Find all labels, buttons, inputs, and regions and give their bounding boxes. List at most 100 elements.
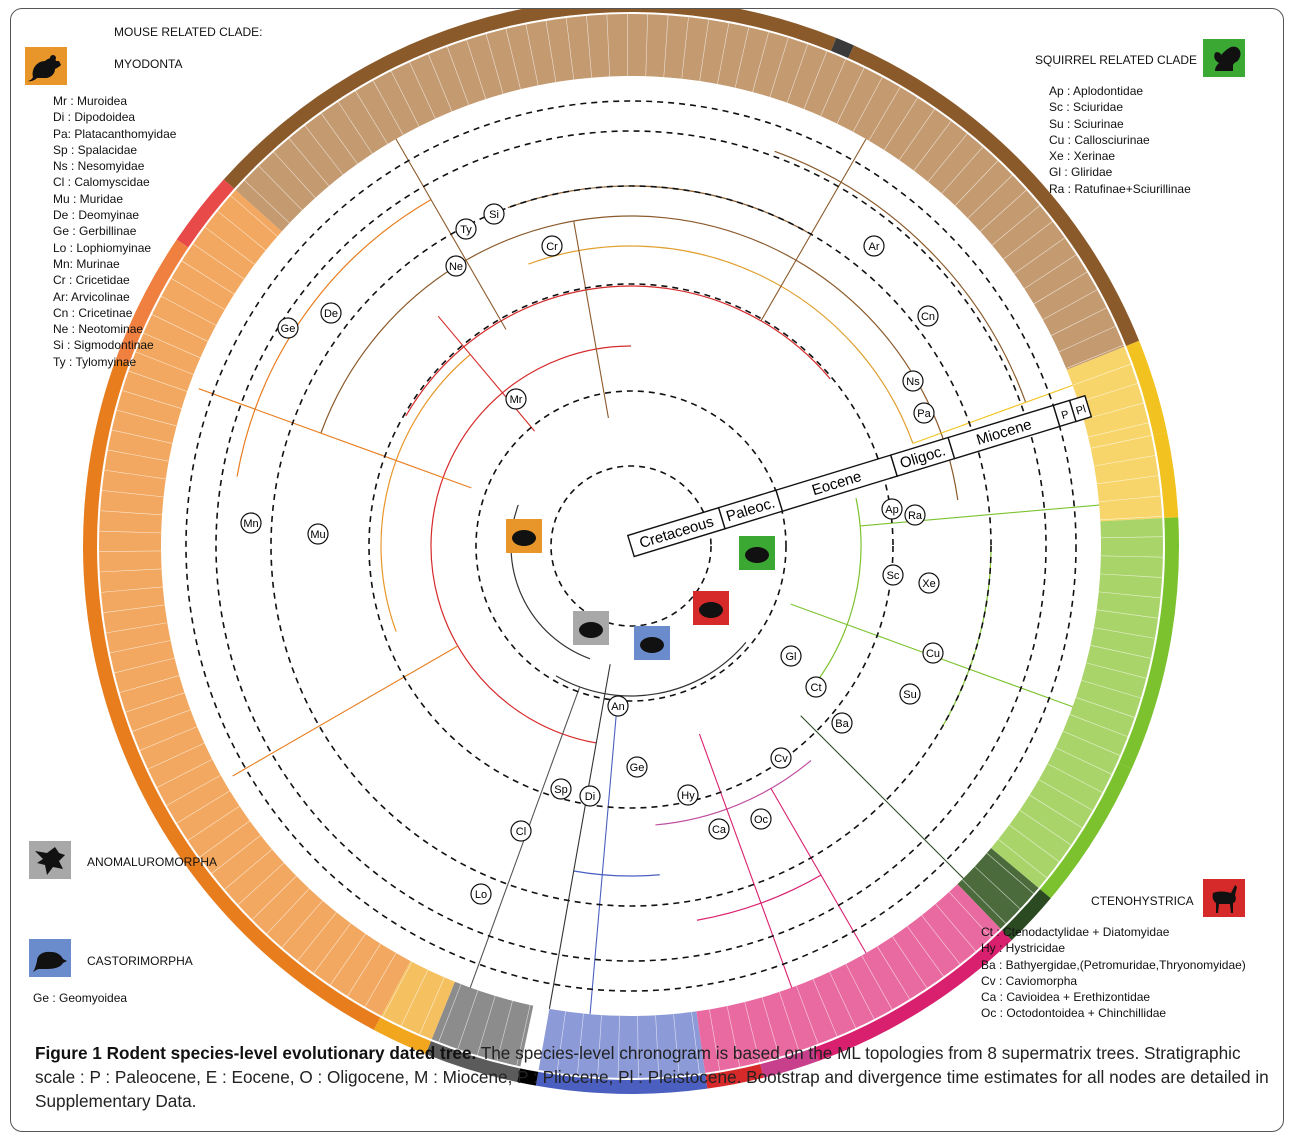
branch-tip <box>258 165 303 211</box>
branch-tip <box>457 990 479 1050</box>
branch-tip <box>273 151 316 199</box>
branch-tip <box>107 449 169 462</box>
tree-branch <box>198 388 472 489</box>
node-marker <box>708 818 730 840</box>
branch-tip <box>139 726 198 751</box>
node-label: Hy <box>681 790 695 802</box>
time-circle <box>550 465 712 627</box>
branch-tip <box>803 51 828 110</box>
legend-entry: Ra : Ratufinae+Sciurillinae <box>1049 181 1191 196</box>
anomaluromorpha-icon <box>579 622 603 638</box>
node-marker <box>881 498 903 520</box>
legend-entry: Gl : Gliridae <box>1049 165 1113 180</box>
branch-tip <box>104 469 166 480</box>
legend-entry: Ty : Tylomyinae <box>53 354 137 369</box>
branch-tip <box>691 1012 700 1074</box>
terminal-branches <box>1066 346 1152 449</box>
legend-entry: Sp : Spalacidae <box>53 142 138 157</box>
branch-tip <box>796 985 819 1045</box>
tree-branch <box>320 215 959 501</box>
branch-tip <box>974 866 1021 910</box>
branch-tip <box>921 915 961 965</box>
branch-tip <box>1083 402 1144 420</box>
branch-tip <box>980 189 1027 232</box>
tree-branch <box>573 870 660 877</box>
branch-tip <box>892 936 928 989</box>
node-marker <box>445 255 467 277</box>
branch-tip <box>1096 475 1159 485</box>
branch-tip <box>230 195 278 237</box>
figure-caption: Figure 1 Rodent species-level evolutiona… <box>35 1041 1275 1113</box>
ctenohystrica-legend: Ct : Ctenodactylidae + Diatomyidae Hy : … <box>981 924 1246 1022</box>
branch-tip <box>734 27 750 88</box>
tree-branch <box>232 645 459 777</box>
node-marker <box>579 785 601 807</box>
legend-entry: Oc : Octodontoidea + Chinchillidae <box>981 1006 1167 1021</box>
branch-tip <box>1024 254 1077 289</box>
branch-tip <box>111 429 173 444</box>
branch-tip <box>1100 555 1163 558</box>
node-label: Su <box>903 689 916 701</box>
node-marker <box>541 235 563 257</box>
castorimorpha-legend: Ge : Geomyoidea <box>33 990 127 1006</box>
ring-segment <box>1118 517 1179 769</box>
node-label: Lo <box>475 889 487 901</box>
branch-tip <box>536 1008 549 1070</box>
node-label: Di <box>585 791 595 803</box>
branch-tip <box>147 742 205 770</box>
branch-tip <box>861 955 893 1010</box>
legend-entry: Lo : Lophiomyinae <box>53 240 152 255</box>
branch-tip <box>304 125 344 175</box>
branch-tip <box>655 1015 660 1078</box>
branch-tip <box>1069 714 1128 737</box>
terminal-branches <box>381 960 455 1040</box>
branch-tip <box>726 1006 741 1067</box>
ring-segment <box>116 239 189 364</box>
tree-branch <box>507 185 812 235</box>
node-label: Ty <box>460 224 472 236</box>
terminal-branches <box>431 981 534 1067</box>
branch-tip <box>419 977 445 1035</box>
node-marker <box>307 523 329 545</box>
branch-tip <box>288 138 330 187</box>
branch-tip <box>106 622 168 634</box>
branch-tip <box>161 295 217 326</box>
ring-segment <box>517 1068 539 1086</box>
terminal-branches <box>538 1008 706 1079</box>
branch-tip <box>1100 516 1163 521</box>
node-marker <box>904 504 926 526</box>
castorimorpha-label: CASTORIMORPHA <box>87 954 193 968</box>
branch-tip <box>103 604 165 613</box>
branch-tip <box>330 933 366 986</box>
branch-tip <box>516 1004 531 1066</box>
branch-tip <box>251 875 297 920</box>
branch-tip <box>1100 573 1163 578</box>
branch-tip <box>1088 422 1149 438</box>
branch-tip <box>681 17 689 79</box>
ring-segment <box>1001 889 1051 941</box>
branch-tip <box>1098 495 1161 503</box>
node-marker <box>470 883 492 905</box>
branch-tip <box>1100 536 1163 539</box>
branch-tip <box>927 133 968 182</box>
node-marker <box>831 712 853 734</box>
legend-entry: Mr : Muroidea <box>53 94 128 108</box>
node-label: Cl <box>516 826 526 838</box>
branch-tip <box>447 46 469 106</box>
node-marker <box>913 402 935 424</box>
branch-tip <box>266 888 310 935</box>
branch-tip <box>1093 627 1155 639</box>
ring-segment <box>831 37 854 59</box>
time-circle <box>368 283 894 809</box>
ctenohystrica-icon <box>1203 879 1245 917</box>
terminal-branches <box>235 14 1125 370</box>
branch-tip <box>427 54 453 112</box>
tree-branch <box>528 245 914 444</box>
ring-segment <box>1126 340 1168 435</box>
branch-tip <box>1003 221 1053 260</box>
ring-segment <box>705 1064 764 1089</box>
branch-tip <box>99 568 162 573</box>
branch-tip <box>991 205 1040 246</box>
